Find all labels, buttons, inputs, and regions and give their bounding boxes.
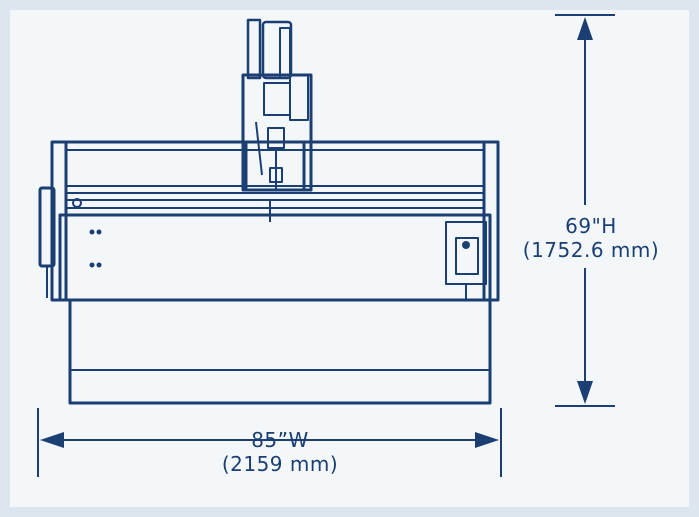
arrow-up-icon bbox=[577, 17, 593, 40]
cable-track-inner bbox=[279, 27, 291, 79]
control-knob bbox=[462, 241, 470, 249]
diagram-panel bbox=[10, 10, 689, 507]
width-metric: (2159 mm) bbox=[221, 452, 339, 476]
control-box-display bbox=[455, 237, 479, 275]
arrow-left-icon bbox=[40, 432, 64, 448]
tool-head bbox=[267, 127, 285, 149]
left-bolt bbox=[72, 198, 82, 208]
tool-cable bbox=[255, 121, 263, 176]
panel-screw bbox=[96, 262, 102, 268]
tool-collet bbox=[269, 167, 283, 183]
arrow-down-icon bbox=[577, 381, 593, 404]
cable-track bbox=[261, 20, 293, 80]
height-imperial: 69"H bbox=[565, 214, 617, 238]
width-dimension-label: 85”W (2159 mm) bbox=[190, 428, 370, 476]
panel-screw bbox=[96, 229, 102, 235]
base-cabinet bbox=[68, 298, 492, 405]
panel-screw bbox=[89, 262, 95, 268]
panel-screw bbox=[89, 229, 95, 235]
table-body bbox=[58, 213, 492, 302]
arrow-right-icon bbox=[475, 432, 499, 448]
z-axis-column bbox=[246, 18, 262, 80]
spindle-mount bbox=[289, 74, 309, 121]
spindle-motor bbox=[263, 82, 291, 116]
width-imperial: 85”W bbox=[251, 428, 309, 452]
height-metric: (1752.6 mm) bbox=[522, 238, 660, 262]
height-dimension-label: 69"H (1752.6 mm) bbox=[506, 214, 676, 262]
